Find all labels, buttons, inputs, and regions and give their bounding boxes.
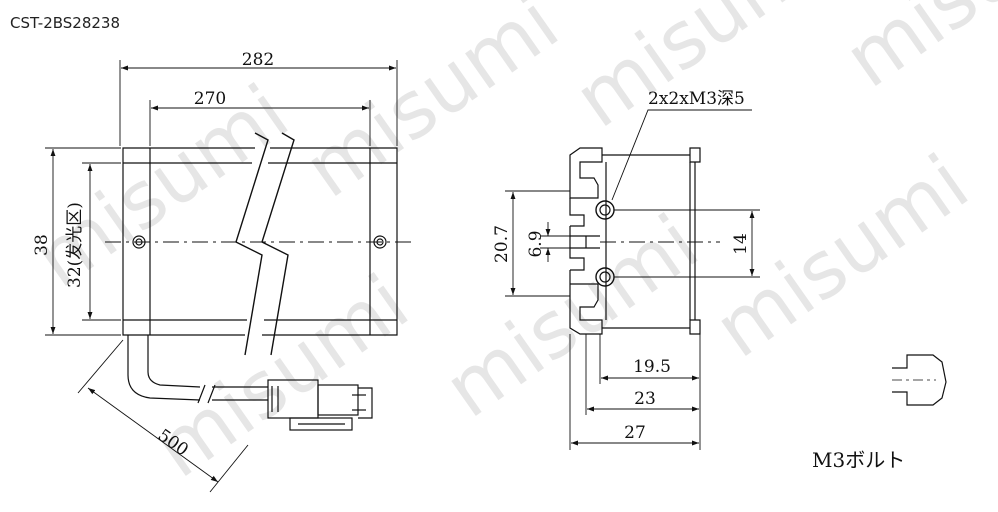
side-profile [569, 147, 720, 335]
dim-20-7: 20.7 [492, 225, 512, 263]
dim-14: 14 [731, 233, 751, 255]
front-view [105, 132, 412, 356]
front-dimensions [45, 60, 398, 493]
mount-hole-left [132, 235, 146, 249]
cable-connector [127, 335, 373, 431]
dim-27: 27 [624, 423, 646, 443]
m3-bolt-symbol [892, 354, 947, 406]
svg-text:misumi: misumi [559, 0, 844, 146]
svg-text:misumi: misumi [699, 138, 984, 375]
svg-text:misumi: misumi [829, 0, 998, 106]
dim-282: 282 [242, 50, 274, 70]
svg-text:misumi: misumi [429, 198, 714, 435]
mount-hole-right [373, 235, 387, 249]
dim-38: 38 [32, 234, 52, 256]
part-number: CST-2BS28238 [10, 14, 121, 32]
tapped-hole-upper [595, 200, 615, 220]
dim-32: 32(发光区) [65, 202, 85, 288]
side-dimensions [505, 109, 760, 450]
tapped-hole-callout: 2x2xM3深5 [648, 89, 745, 109]
dim-23: 23 [634, 389, 656, 409]
svg-text:misumi: misumi [19, 68, 304, 305]
bolt-label: M3ボルト [812, 448, 905, 472]
dim-19-5: 19.5 [633, 357, 671, 377]
dim-270: 270 [194, 89, 226, 109]
dim-6-9: 6.9 [526, 230, 546, 257]
